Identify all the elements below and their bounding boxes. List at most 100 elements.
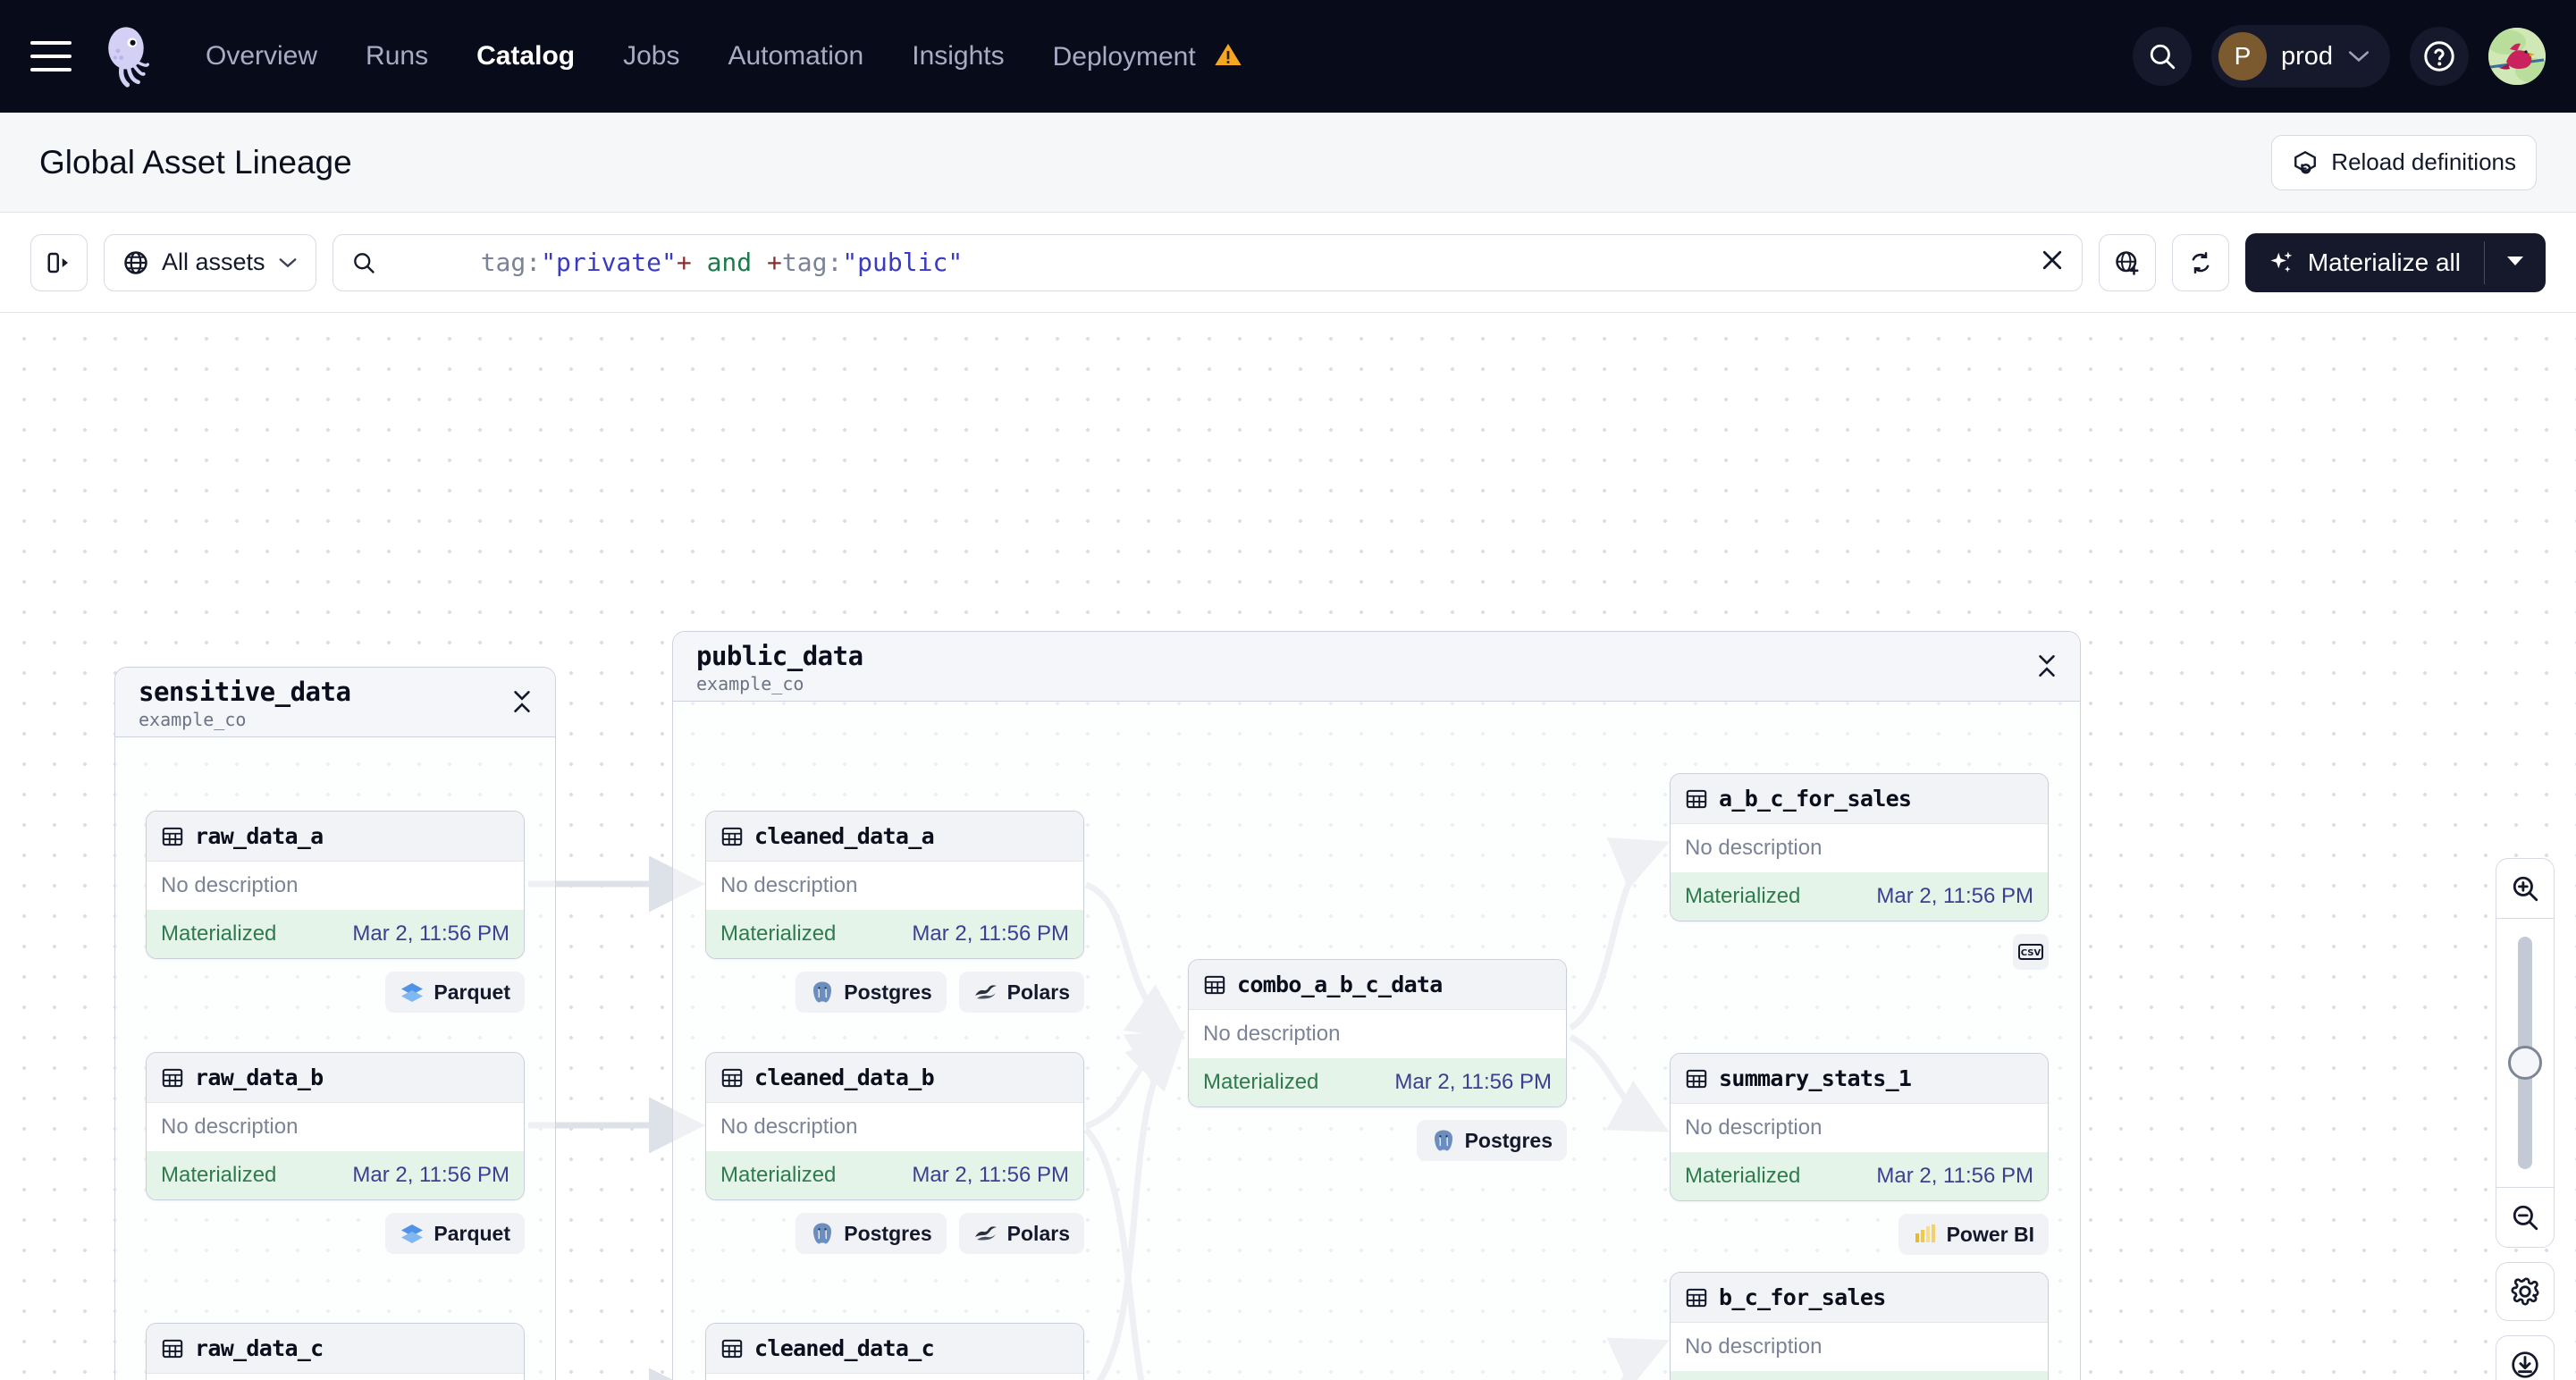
lineage-graph-canvas[interactable]: sensitive_data example_co public_data ex… xyxy=(0,313,2576,1380)
user-avatar[interactable] xyxy=(2488,28,2546,85)
clear-search-button[interactable] xyxy=(2039,247,2066,278)
materialize-dropdown-button[interactable] xyxy=(2485,252,2546,273)
asset-search-query[interactable]: tag:"private"+ and +tag:"public" xyxy=(391,218,963,307)
powerbi-icon xyxy=(1915,1224,1935,1242)
lineage-toolbar: All assets tag:"private"+ and +tag:"publ… xyxy=(0,213,2576,313)
asset-node-tags-raw_data_b: Parquet xyxy=(146,1213,525,1254)
table-icon xyxy=(162,1339,183,1358)
nav-links: Overview Runs Catalog Jobs Automation In… xyxy=(197,34,1251,80)
nav-link-automation[interactable]: Automation xyxy=(728,41,864,71)
nav-link-catalog[interactable]: Catalog xyxy=(476,41,576,71)
zoom-slider-handle[interactable] xyxy=(2508,1046,2542,1080)
asset-node-raw_data_b[interactable]: raw_data_b No description Materialized M… xyxy=(146,1052,525,1200)
asset-node-name: cleaned_data_b xyxy=(754,1064,935,1090)
download-icon xyxy=(2512,1351,2538,1378)
asset-node-description: No description xyxy=(706,1103,1083,1151)
asset-tag-postgres[interactable]: Postgres xyxy=(796,1213,947,1254)
asset-node-header: cleaned_data_c xyxy=(706,1324,1083,1374)
asset-tag-power-bi[interactable]: Power BI xyxy=(1898,1214,2049,1255)
asset-node-timestamp: Mar 2, 11:56 PM xyxy=(912,1163,1069,1187)
asset-tag-csv[interactable]: CSV xyxy=(2013,934,2049,970)
asset-tag-parquet[interactable]: Parquet xyxy=(385,1213,525,1254)
nav-link-deployment[interactable]: Deployment xyxy=(1044,34,1251,80)
graph-settings-button[interactable] xyxy=(2496,1262,2555,1321)
reload-definitions-button[interactable]: Reload definitions xyxy=(2271,134,2537,190)
collapse-chevrons-icon[interactable] xyxy=(509,686,535,718)
asset-node-summary_stats_1[interactable]: summary_stats_1 No description Materiali… xyxy=(1670,1053,2049,1201)
nav-link-runs[interactable]: Runs xyxy=(366,41,429,71)
asset-node-description: No description xyxy=(1189,1010,1566,1058)
download-graph-button[interactable] xyxy=(2496,1335,2555,1380)
global-search-button[interactable] xyxy=(2132,27,2192,86)
asset-filter-button[interactable]: All assets xyxy=(104,233,316,291)
asset-node-status: Materialized xyxy=(720,1163,837,1187)
asset-search-input[interactable]: tag:"private"+ and +tag:"public" xyxy=(332,233,2083,291)
group-header: sensitive_data example_co xyxy=(115,668,555,737)
zoom-divider-bottom xyxy=(2496,1187,2554,1188)
table-icon xyxy=(721,827,743,846)
asset-node-combo_a_b_c_data[interactable]: combo_a_b_c_data No description Material… xyxy=(1188,959,1567,1107)
asset-node-status: Materialized xyxy=(161,921,277,946)
asset-tag-polars[interactable]: Polars xyxy=(958,972,1084,1013)
asset-node-a_b_c_for_sales[interactable]: a_b_c_for_sales No description Materiali… xyxy=(1670,773,2049,921)
page-header: Global Asset Lineage Reload definitions xyxy=(0,113,2576,213)
query-token-key: tag: xyxy=(480,248,542,277)
asset-node-cleaned_data_c[interactable]: cleaned_data_c No description Materializ… xyxy=(705,1323,1084,1380)
asset-node-b_c_for_sales[interactable]: b_c_for_sales No description Materialize… xyxy=(1670,1272,2049,1380)
nav-link-jobs[interactable]: Jobs xyxy=(623,41,680,71)
globe-icon xyxy=(124,250,147,274)
help-button[interactable] xyxy=(2410,27,2469,86)
panel-expand-icon xyxy=(47,252,68,273)
hamburger-icon[interactable] xyxy=(30,41,72,72)
asset-node-status-footer: Materialized Mar 2, 11:56 PM xyxy=(706,1151,1083,1199)
zoom-divider-top xyxy=(2496,918,2554,919)
asset-group-sensitive-data[interactable]: sensitive_data example_co xyxy=(114,667,556,1380)
reload-definitions-label: Reload definitions xyxy=(2331,148,2516,175)
asset-tag-parquet[interactable]: Parquet xyxy=(385,972,525,1013)
deployment-name: prod xyxy=(2280,41,2333,71)
search-icon xyxy=(2150,44,2176,70)
postgres-icon xyxy=(1434,1130,1452,1151)
asset-node-name: cleaned_data_a xyxy=(754,823,935,849)
asset-tag-postgres[interactable]: Postgres xyxy=(1416,1120,1567,1161)
asset-node-name: raw_data_c xyxy=(195,1335,324,1361)
nav-link-insights[interactable]: Insights xyxy=(912,41,1005,71)
materialize-all-button[interactable]: Materialize all xyxy=(2244,232,2546,292)
asset-node-raw_data_c[interactable]: raw_data_c No description Materialized M… xyxy=(146,1323,525,1380)
collapse-chevrons-icon[interactable] xyxy=(2033,650,2060,682)
asset-tag-postgres[interactable]: Postgres xyxy=(796,972,947,1013)
asset-node-name: a_b_c_for_sales xyxy=(1719,786,1912,812)
dagster-logo[interactable] xyxy=(95,22,163,90)
sidebar-toggle-button[interactable] xyxy=(30,233,88,291)
table-icon xyxy=(721,1339,743,1358)
deployment-selector[interactable]: P prod xyxy=(2210,25,2390,88)
zoom-out-icon xyxy=(2513,1205,2538,1231)
zoom-out-button[interactable] xyxy=(2496,1188,2554,1247)
nav-link-overview[interactable]: Overview xyxy=(206,41,318,71)
asset-node-header: raw_data_a xyxy=(147,812,524,862)
materialize-all-label-group[interactable]: Materialize all xyxy=(2245,248,2484,277)
asset-tag-polars[interactable]: Polars xyxy=(958,1213,1084,1254)
asset-node-cleaned_data_b[interactable]: cleaned_data_b No description Materializ… xyxy=(705,1052,1084,1200)
asset-filter-label: All assets xyxy=(162,248,265,275)
asset-node-status-footer: Materialized Mar 2, 11:56 PM xyxy=(1671,872,2048,921)
query-token-plus2: + xyxy=(767,248,782,277)
asset-node-timestamp: Mar 2, 11:56 PM xyxy=(1876,884,2033,908)
group-name: public_data xyxy=(696,641,863,671)
asset-node-tags-raw_data_a: Parquet xyxy=(146,972,525,1013)
asset-node-name: b_c_for_sales xyxy=(1719,1284,1886,1310)
postgres-icon xyxy=(813,981,832,1003)
refresh-button[interactable] xyxy=(2171,233,2229,291)
asset-tag-label: Parquet xyxy=(434,1221,510,1245)
asset-node-raw_data_a[interactable]: raw_data_a No description Materialized M… xyxy=(146,811,525,959)
asset-node-tags-summary_stats_1: Power BI xyxy=(1670,1214,2049,1255)
asset-node-cleaned_data_a[interactable]: cleaned_data_a No description Materializ… xyxy=(705,811,1084,959)
asset-node-header: raw_data_c xyxy=(147,1324,524,1374)
zoom-slider[interactable] xyxy=(2496,919,2554,1187)
svg-text:CSV: CSV xyxy=(2021,948,2041,958)
asset-node-timestamp: Mar 2, 11:56 PM xyxy=(352,921,509,946)
asset-tag-label: Postgres xyxy=(844,980,932,1004)
sparkle-icon xyxy=(2270,251,2293,272)
zoom-in-button[interactable] xyxy=(2496,859,2554,918)
add-global-filter-button[interactable] xyxy=(2098,233,2156,291)
